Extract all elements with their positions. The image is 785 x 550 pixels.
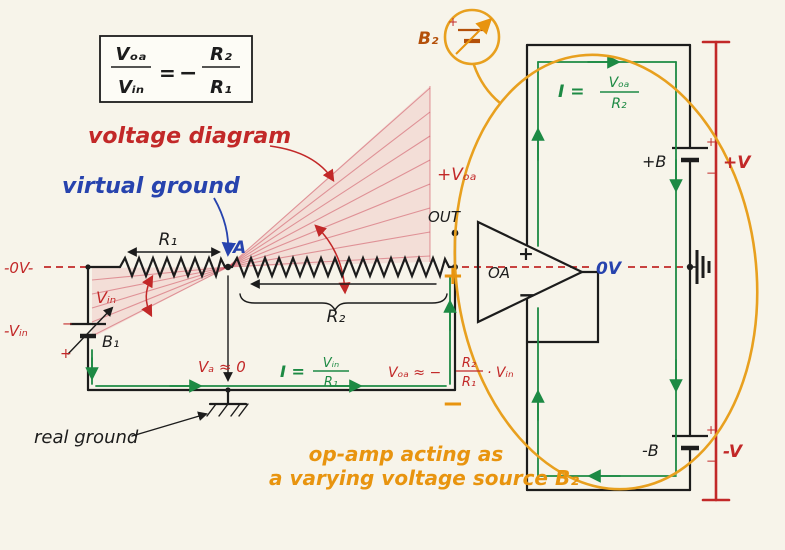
b2-plus-terminal-mark: + [442,261,464,291]
resistor-r2 [230,254,451,280]
minus-v-label: -V [723,442,744,462]
r1-label: R₁ [159,230,178,250]
resistor-r1 [118,254,227,280]
fan-sweep-arrow [314,224,351,295]
equivalent-source-overlay [443,8,759,491]
b2-variable-arrow [455,17,493,55]
opamp-label: OA [488,264,510,282]
equation-i-right: I = Vₒₐ R₂ [558,75,639,112]
plus-b-minus-mark: − [706,166,716,180]
b2-equivalence-ellipse [453,53,759,491]
real-ground-symbol [206,388,249,417]
real-ground-pointer-arrow [131,411,208,437]
opamp-minus-input: − [518,283,536,307]
i-left-lhs: I = [280,362,305,381]
plus-v-label: +V [723,153,752,173]
node-a-dot [224,263,232,271]
r2-brace [239,293,448,312]
virtual-ground-label: virtual ground [62,174,240,199]
i-right-lhs: I = [558,82,585,102]
junction-dot [225,387,231,393]
neg-vin-label: -Vᵢₙ [4,322,28,340]
i-right-numerator: Vₒₐ [609,75,630,91]
i-left-denominator: R₁ [324,375,338,390]
voa-eq-denominator: R₁ [462,375,476,390]
b1-label: B₁ [102,332,119,351]
i-left-numerator: Vᵢₙ [323,356,339,371]
b2-label: B₂ [418,29,439,49]
voa-eq-lhs: Vₒₐ ≈ − [388,365,441,381]
b1-minus-mark: − [62,317,73,332]
opamp-triangle [476,220,585,324]
opamp-caption-line2: a varying voltage source B₂ [269,466,579,490]
circuit-wiring [67,43,711,492]
formula-minus-sign: − [179,61,197,86]
formula-lhs-numerator: Vₒₐ [116,44,147,65]
out-label: OUT [428,208,462,226]
real-ground-label: real ground [34,427,139,448]
zero-volt-right-label: 0V [596,259,623,279]
zero-volt-left-label: -0V- [4,259,33,277]
output-wire [525,270,600,344]
gain-formula-box: Vₒₐ Vᵢₙ = − R₂ R₁ [99,35,253,103]
node-a-label: A [231,238,246,258]
current-loops [85,55,683,483]
va-approx-label: Vₐ ≈ 0 [198,358,246,376]
formula-lhs-denominator: Vᵢₙ [118,77,144,98]
r2-label: R₂ [327,307,346,327]
plus-voa-label: +Vₒₐ [437,165,477,185]
i-right-denominator: R₂ [611,96,627,112]
variable-source-arrow [67,306,114,355]
minus-b-minus-mark: − [706,454,716,468]
opamp-caption-line1: op-amp acting as [309,442,504,466]
junction-dot [85,264,91,270]
vin-label: Vᵢₙ [96,288,116,307]
b1-plus-mark: + [60,346,72,362]
voltage-diagram-label: voltage diagram [88,124,291,149]
formula-rhs-denominator: R₁ [210,77,232,98]
formula-rhs-numerator: R₂ [210,44,232,65]
input-fan-sweep-arrow [141,274,154,318]
b2-minus-terminal-mark: − [442,389,464,419]
voa-eq-rhs: · Vᵢₙ [487,365,514,381]
opamp-plus-input: + [518,243,534,265]
plus-b-label: +B [642,152,666,171]
virtual-ground-pointer-arrow [213,197,236,257]
equation-voa: Vₒₐ ≈ − R₂ R₁ · Vᵢₙ [388,356,514,390]
voltage-diagram-pointer-arrow [269,145,335,183]
b2-connector-squiggle [472,63,502,105]
junction-dot [686,263,694,271]
minus-b-label: -B [642,441,659,460]
b2-source-circle [443,8,501,66]
minus-b-plus-mark: + [706,423,716,437]
formula-equals-sign: = [159,61,176,85]
equation-i-left: I = Vᵢₙ R₁ [280,356,349,390]
voa-eq-numerator: R₂ [462,356,476,371]
voltage-scale-rail [701,40,731,502]
plus-b-plus-mark: + [706,135,716,149]
b2-plus-mark: + [448,15,458,29]
